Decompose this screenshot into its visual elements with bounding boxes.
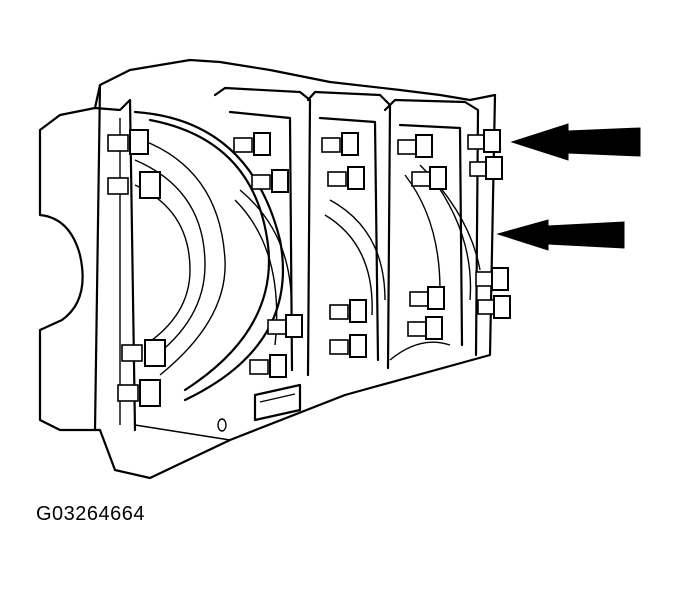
- main-bearing-cap-1: [133, 110, 285, 402]
- lower-arrow: [496, 219, 625, 251]
- lower-skirt: [134, 341, 451, 441]
- block-outline: [38, 58, 497, 480]
- cap1-bolts: [107, 129, 166, 407]
- rear-cap-bolts: [467, 129, 511, 319]
- cap3-bolts: [321, 132, 367, 358]
- figure-code: G03264664: [36, 503, 146, 525]
- cap4-bolts: [397, 134, 447, 340]
- upper-arrow: [510, 123, 641, 161]
- main-bearing-cap-3: [306, 90, 392, 370]
- cap2-bolts: [233, 132, 303, 378]
